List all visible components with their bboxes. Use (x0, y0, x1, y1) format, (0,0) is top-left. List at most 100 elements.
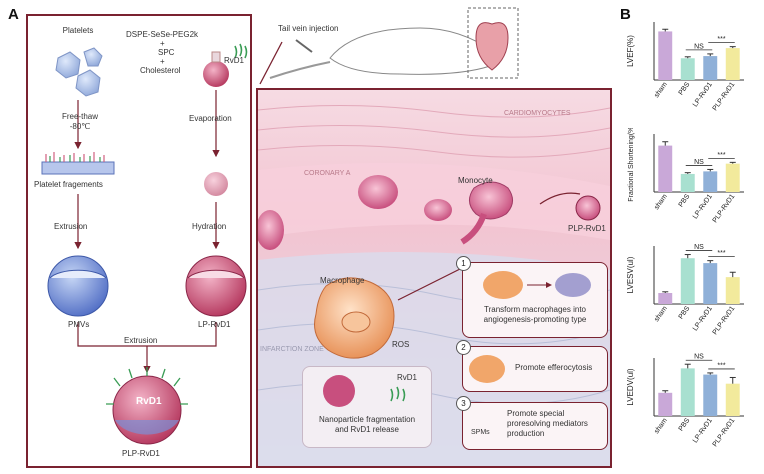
platelet-fragments-label: Platelet fragements (34, 180, 103, 189)
platelet-fragments-illustration (41, 152, 115, 175)
preparation-panel: Platelets DSPE-SeSe-PEG2k + SPC + Choles… (26, 14, 252, 468)
x-tick-label: PBS (678, 193, 692, 209)
x-tick-label: LP-RvD1 (692, 193, 714, 220)
preparation-flow-diagram (41, 43, 248, 445)
x-tick-label: PLP-RvD1 (712, 417, 737, 448)
extrusion-1-label: Extrusion (54, 222, 88, 231)
significance-label: *** (717, 362, 725, 369)
release-illustration (323, 375, 406, 407)
scene-plp-label: PLP-RvD1 (568, 224, 606, 233)
bar-sham (658, 392, 673, 416)
bar-pbs (680, 368, 695, 416)
macrophage-illustration (314, 277, 395, 359)
significance-label: NS (694, 159, 704, 166)
x-tick-label: LP-RvD1 (692, 305, 714, 332)
release-rvd1-label: RvD1 (397, 373, 418, 382)
plp-particle-label: RvD1 (136, 396, 162, 407)
cardiomyocytes-label: CARDIOMYOCYTES (504, 110, 571, 117)
bar-plp-rvd1 (725, 48, 740, 80)
x-tick-label: PBS (678, 81, 692, 97)
platelets-label: Platelets (62, 26, 94, 35)
mouse-injection-illustration (259, 7, 519, 85)
x-tick-label: sham (653, 81, 669, 99)
lipid-film-illustration (204, 172, 228, 196)
ros-label: ROS (392, 340, 410, 349)
bar-pbs (680, 173, 695, 192)
bar-lp-rvd1 (703, 263, 718, 304)
x-tick-label: PBS (678, 417, 692, 433)
bar-plp-rvd1 (725, 383, 740, 416)
significance-label: NS (694, 354, 704, 361)
significance-label: *** (717, 152, 725, 159)
bar-lp-rvd1 (703, 374, 718, 416)
y-axis-label: LVEDV(ul) (626, 368, 635, 406)
box1-number: 1 (456, 256, 471, 271)
x-tick-label: PLP-RvD1 (712, 193, 737, 224)
box2-text: Promote efferocytosis (515, 363, 593, 372)
effect-box-2: Promote efferocytosis (462, 346, 608, 392)
plp-rvd1-sphere-illustration (106, 367, 188, 445)
macrophage-label: Macrophage (320, 276, 365, 285)
box2-number: 2 (456, 340, 471, 355)
bar-lp-rvd1 (703, 171, 718, 192)
tail-vein-label: Tail vein injection (278, 24, 339, 33)
x-tick-label: sham (653, 305, 669, 323)
coronary-label: CORONARY A (304, 170, 351, 177)
pmvs-label: PMVs (68, 320, 90, 329)
lp-rvd1-label: LP-RvD1 (198, 320, 231, 329)
lp-rvd1-sphere-illustration (185, 255, 247, 317)
significance-label: NS (694, 244, 704, 251)
pmv-sphere-illustration (47, 255, 109, 317)
x-tick-label: PBS (678, 305, 692, 321)
evaporation-label: Evaporation (189, 114, 232, 123)
monocyte-illustration (460, 181, 513, 245)
y-axis-label: LVESV(ul) (626, 256, 635, 293)
bar-plp-rvd1 (725, 163, 740, 192)
freeze-thaw-label: Free-thaw-80℃ (61, 112, 98, 131)
bar-pbs (680, 258, 695, 304)
extrusion-2-label: Extrusion (124, 336, 158, 345)
x-tick-label: sham (653, 193, 669, 211)
platelets-illustration (55, 47, 103, 97)
x-tick-label: PLP-RvD1 (712, 305, 737, 336)
significance-label: *** (717, 250, 725, 257)
bar-sham (658, 31, 673, 80)
panel-b-letter: B (620, 6, 631, 23)
panel-a-letter: A (8, 6, 19, 23)
infarction-label: INFARCTION ZONE (260, 346, 324, 353)
significance-label: NS (694, 43, 704, 50)
bar-sham (658, 293, 673, 304)
box3-number: 3 (456, 396, 471, 411)
y-axis-label: Fractional Shortening(%) (628, 128, 635, 202)
box1-illustration (483, 271, 591, 299)
coronary-cells (258, 175, 452, 250)
x-tick-label: LP-RvD1 (692, 417, 714, 444)
x-tick-label: sham (653, 417, 669, 435)
plp-rvd1-label: PLP-RvD1 (122, 449, 160, 458)
monocyte-label: Monocyte (458, 176, 493, 185)
box3-spms-label: SPMs (471, 429, 490, 436)
hydration-label: Hydration (192, 222, 227, 231)
x-tick-label: LP-RvD1 (692, 81, 714, 108)
x-tick-label: PLP-RvD1 (712, 81, 737, 112)
plp-particle-illustration (575, 195, 601, 221)
bar-lp-rvd1 (703, 56, 718, 80)
y-axis-label: LVEF(%) (626, 35, 635, 67)
reagents-label: DSPE-SeSe-PEG2k + SPC + Cholesterol (126, 30, 199, 75)
bar-pbs (680, 58, 695, 80)
rvd1-label: RvD1 (224, 56, 245, 65)
significance-label: *** (717, 36, 725, 43)
rvd1-molecule-icon (234, 43, 248, 59)
lipid-flask-illustration (203, 51, 229, 87)
